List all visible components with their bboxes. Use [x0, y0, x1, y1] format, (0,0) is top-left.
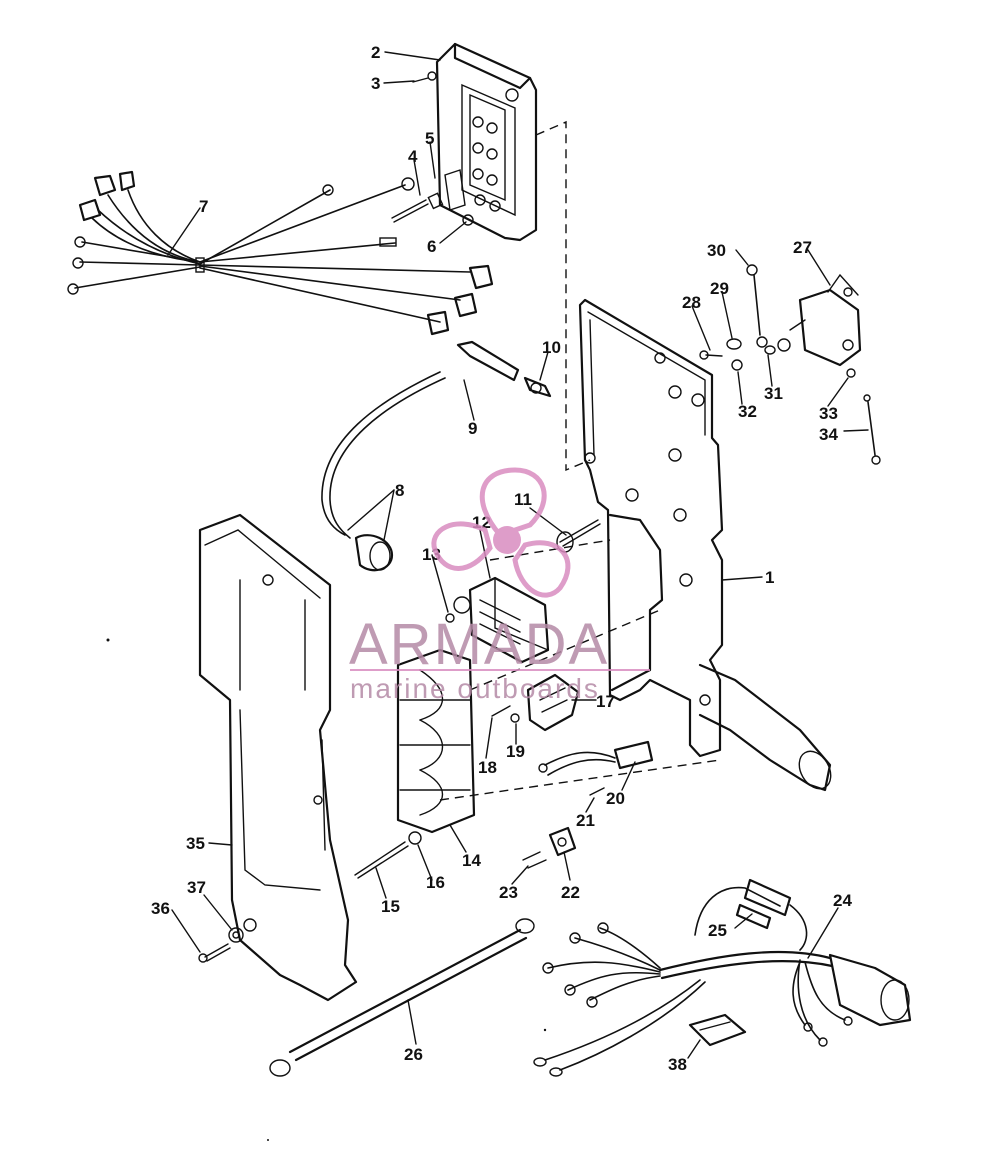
callout-10: 10: [542, 338, 561, 357]
watermark-brand: ARMADA: [349, 612, 609, 677]
washer-part-37: [228, 927, 244, 943]
callout-19: 19: [506, 742, 525, 761]
callout-33: 33: [819, 404, 838, 423]
callout-numbers: 2 3 4 5 6 7 8 9 10 11 12 13 14 15 16 17 …: [151, 43, 852, 1074]
callout-4: 4: [408, 147, 418, 166]
screw-part-3: [412, 71, 437, 83]
callout-34: 34: [819, 425, 838, 444]
rectifier-part-12: [453, 576, 550, 664]
callout-25: 25: [708, 921, 727, 940]
nut-part-19: [510, 713, 520, 723]
callout-27: 27: [793, 238, 812, 257]
callout-26: 26: [404, 1045, 423, 1064]
callout-14: 14: [462, 851, 481, 870]
callout-5: 5: [425, 129, 434, 148]
nut-part-6: [462, 214, 474, 226]
callout-32: 32: [738, 402, 757, 421]
brand-watermark: ARMADA marine outboards: [349, 467, 650, 704]
main-harness-part-24: [533, 878, 912, 1077]
callout-2: 2: [371, 43, 380, 62]
callout-30: 30: [707, 241, 726, 260]
mounting-bracket-part-1: [578, 298, 832, 792]
bolt-part-11: [556, 519, 601, 553]
callout-6: 6: [427, 237, 436, 256]
callout-11: 11: [514, 490, 532, 509]
alignment-dashed-lines: [439, 120, 721, 801]
screw-part-21: [589, 787, 605, 796]
callout-22: 22: [561, 883, 580, 902]
callout-18: 18: [478, 758, 497, 777]
bolt-part-4: [391, 192, 444, 223]
screw-part-36: [198, 943, 231, 963]
callout-28: 28: [682, 293, 701, 312]
callout-29: 29: [710, 279, 729, 298]
solenoid-part-27: [777, 273, 862, 367]
callout-1: 1: [765, 568, 774, 587]
callout-8: 8: [395, 481, 404, 500]
nut-part-32: [731, 359, 743, 371]
callout-20: 20: [606, 789, 625, 808]
propeller-logo: [431, 467, 571, 598]
callout-leaders: [167, 51, 869, 1059]
clip-part-13: [445, 613, 455, 623]
fuse-holder-part-38: [688, 1013, 747, 1047]
wiring-harness-part-7: [67, 170, 494, 336]
screw-part-15: [354, 841, 409, 879]
specks: [106, 638, 547, 1141]
nut-part-33: [846, 368, 856, 378]
callout-37: 37: [187, 878, 206, 897]
washer-part-16: [408, 831, 422, 845]
callout-7: 7: [199, 197, 208, 216]
callout-21: 21: [576, 811, 595, 830]
washer-part-29: [726, 338, 742, 350]
callout-38: 38: [668, 1055, 687, 1074]
ground-cable-part-26: [269, 918, 535, 1077]
lead-part-34: [863, 394, 881, 465]
fuse-part-25: [735, 903, 772, 930]
callout-17: 17: [596, 692, 615, 711]
lead-part-30: [746, 264, 768, 348]
screw-part-18: [491, 705, 511, 717]
washer-part-31: [764, 345, 776, 355]
switch-box-part: [435, 42, 538, 242]
fitting-part-10: [523, 376, 552, 398]
callout-36: 36: [151, 899, 170, 918]
callout-31: 31: [764, 384, 783, 403]
cover-part-35: [198, 513, 358, 1002]
lead-part-20: [538, 740, 654, 776]
callout-9: 9: [468, 419, 477, 438]
screws-part-23: [522, 851, 547, 869]
terminal-block-part-17: [526, 673, 580, 732]
watermark-tagline: marine outboards: [350, 673, 600, 704]
callout-3: 3: [371, 74, 380, 93]
coil-pack-part-14: [396, 648, 476, 834]
clamp-part-22: [548, 826, 577, 857]
spark-plug-lead-part-9: [321, 340, 520, 572]
callout-16: 16: [426, 873, 445, 892]
bolt-part-28: [699, 350, 723, 360]
callout-35: 35: [186, 834, 205, 853]
callout-23: 23: [499, 883, 518, 902]
callout-24: 24: [833, 891, 852, 910]
callout-15: 15: [381, 897, 400, 916]
